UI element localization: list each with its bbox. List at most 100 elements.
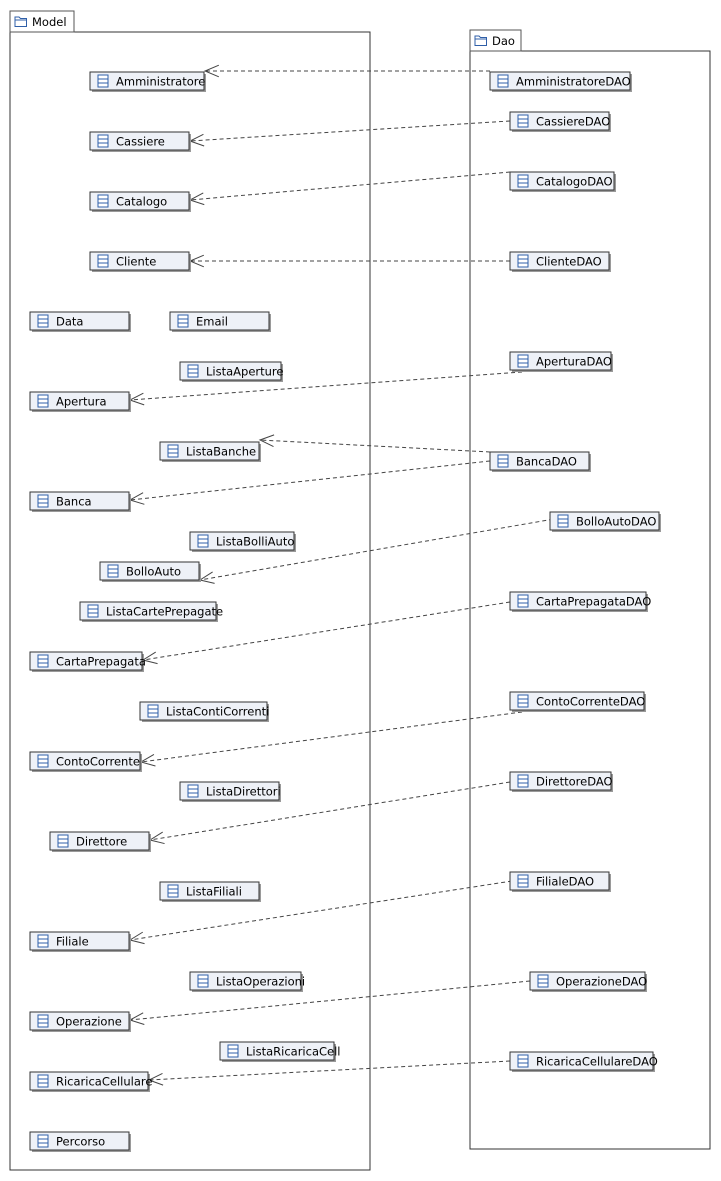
class-icon — [37, 1014, 49, 1028]
class-icon — [517, 694, 529, 708]
class-icon — [517, 774, 529, 788]
class-icon — [97, 74, 109, 88]
dependency-BancaDAO-to-ListaBanche[interactable] — [258, 434, 491, 453]
class-ListaBolliAuto[interactable]: ListaBolliAuto — [189, 531, 296, 552]
class-ContoCorrenteDAO[interactable]: ContoCorrenteDAO — [509, 691, 646, 712]
class-name: ListaContiCorrenti — [166, 705, 269, 719]
arrowhead — [258, 434, 275, 448]
class-ListaDirettori[interactable]: ListaDirettori — [179, 781, 281, 802]
class-name: BancaDAO — [516, 455, 577, 469]
class-icon — [97, 194, 109, 208]
class-name: RicaricaCellulare — [56, 1075, 152, 1089]
arrowhead — [203, 64, 220, 78]
package-tab: Model — [9, 10, 75, 33]
class-icon — [517, 874, 529, 888]
class-icon — [517, 114, 529, 128]
class-icon — [37, 394, 49, 408]
class-CartaPrepagataDAO[interactable]: CartaPrepagataDAO — [509, 591, 651, 612]
class-ListaRicaricaCell[interactable]: ListaRicaricaCell — [219, 1041, 341, 1062]
package-tab: Dao — [469, 29, 522, 52]
class-icon — [147, 704, 159, 718]
class-icon — [517, 1054, 529, 1068]
class-name: Apertura — [56, 395, 107, 409]
class-name: Filiale — [56, 935, 89, 949]
class-Operazione[interactable]: Operazione — [29, 1011, 131, 1032]
class-name: ListaAperture — [206, 365, 283, 379]
class-icon — [517, 174, 529, 188]
class-ContoCorrente[interactable]: ContoCorrente — [29, 751, 142, 772]
class-name: CassiereDAO — [536, 115, 610, 129]
class-name: ContoCorrenteDAO — [536, 695, 645, 709]
class-Amministratore[interactable]: Amministratore — [89, 71, 206, 92]
class-icon — [187, 784, 199, 798]
class-icon — [497, 454, 509, 468]
class-BolloAuto[interactable]: BolloAuto — [99, 561, 201, 582]
class-name: Cassiere — [116, 135, 165, 149]
class-BancaDAO[interactable]: BancaDAO — [489, 451, 591, 472]
class-name: ListaRicaricaCell — [246, 1045, 341, 1059]
class-icon — [197, 974, 209, 988]
class-icon — [97, 134, 109, 148]
class-Filiale[interactable]: Filiale — [29, 931, 131, 952]
class-name: Banca — [56, 495, 92, 509]
class-ListaAperture[interactable]: ListaAperture — [179, 361, 283, 382]
class-name: CatalogoDAO — [536, 175, 613, 189]
class-FilialeDAO[interactable]: FilialeDAO — [509, 871, 611, 892]
class-CassiereDAO[interactable]: CassiereDAO — [509, 111, 611, 132]
class-name: AmministratoreDAO — [516, 75, 631, 89]
class-icon — [37, 934, 49, 948]
class-icon — [197, 534, 209, 548]
class-name: ListaBanche — [186, 445, 256, 459]
class-icon — [37, 494, 49, 508]
class-AperturaDAO[interactable]: AperturaDAO — [509, 351, 613, 372]
class-BolloAutoDAO[interactable]: BolloAutoDAO — [549, 511, 661, 532]
dependency-AmministratoreDAO-to-Amministratore[interactable] — [203, 64, 490, 78]
class-icon — [517, 254, 529, 268]
class-OperazioneDAO[interactable]: OperazioneDAO — [529, 971, 647, 992]
class-DirettoreDAO[interactable]: DirettoreDAO — [509, 771, 613, 792]
class-icon — [227, 1044, 239, 1058]
class-ListaFiliali[interactable]: ListaFiliali — [159, 881, 261, 902]
class-ListaOperazioni[interactable]: ListaOperazioni — [189, 971, 305, 992]
class-Banca[interactable]: Banca — [29, 491, 131, 512]
class-Data[interactable]: Data — [29, 311, 131, 332]
class-Catalogo[interactable]: Catalogo — [89, 191, 191, 212]
package-name: Model — [32, 15, 67, 29]
class-name: FilialeDAO — [536, 875, 594, 889]
class-icon — [107, 564, 119, 578]
class-Cliente[interactable]: Cliente — [89, 251, 191, 272]
class-name: ListaFiliali — [186, 885, 242, 899]
class-AmministratoreDAO[interactable]: AmministratoreDAO — [489, 71, 632, 92]
class-name: AperturaDAO — [536, 355, 612, 369]
class-Email[interactable]: Email — [169, 311, 271, 332]
class-Direttore[interactable]: Direttore — [49, 831, 151, 852]
class-ListaCartePrepagate[interactable]: ListaCartePrepagate — [79, 601, 223, 622]
class-RicaricaCellulare[interactable]: RicaricaCellulare — [29, 1071, 152, 1092]
class-Cassiere[interactable]: Cassiere — [89, 131, 191, 152]
class-name: Data — [56, 315, 83, 329]
class-icon — [87, 604, 99, 618]
package-name: Dao — [492, 34, 515, 48]
class-Apertura[interactable]: Apertura — [29, 391, 131, 412]
class-CartaPrepagata[interactable]: CartaPrepagata — [29, 651, 146, 672]
class-name: CartaPrepagata — [56, 655, 146, 669]
class-name: ListaBolliAuto — [216, 535, 294, 549]
class-name: Catalogo — [116, 195, 167, 209]
class-ListaContiCorrenti[interactable]: ListaContiCorrenti — [139, 701, 269, 722]
class-name: Cliente — [116, 255, 156, 269]
class-ClienteDAO[interactable]: ClienteDAO — [509, 251, 611, 272]
class-name: ListaDirettori — [206, 785, 281, 799]
class-name: Percorso — [56, 1135, 105, 1149]
class-icon — [557, 514, 569, 528]
class-ListaBanche[interactable]: ListaBanche — [159, 441, 261, 462]
class-CatalogoDAO[interactable]: CatalogoDAO — [509, 171, 616, 192]
class-Percorso[interactable]: Percorso — [29, 1131, 131, 1152]
package-model[interactable]: Model — [9, 10, 371, 1171]
class-icon — [97, 254, 109, 268]
class-name: ContoCorrente — [56, 755, 140, 769]
class-icon — [37, 1134, 49, 1148]
folder-icon — [474, 35, 487, 46]
class-RicaricaCellulareDAO[interactable]: RicaricaCellulareDAO — [509, 1051, 658, 1072]
class-icon — [57, 834, 69, 848]
